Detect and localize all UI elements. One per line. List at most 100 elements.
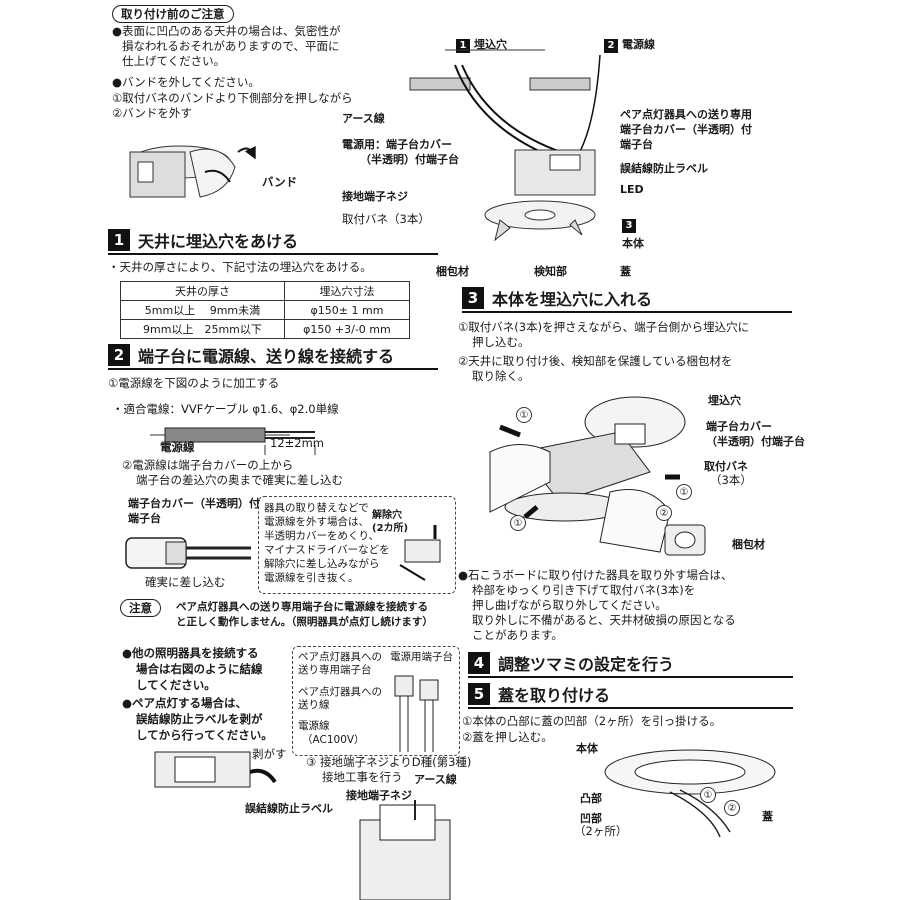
- release-line-3: 半透明カバーをめくり、: [264, 530, 380, 542]
- precaution-bullet1-line1: ●表面に凹凸のある天井の場合は、気密性が: [112, 24, 341, 38]
- table-cell-r1c1: 5mm以上 9mm未満: [120, 300, 285, 320]
- section2-step2-line2: 端子台の差込穴の奥まで確実に差し込む: [136, 473, 343, 487]
- section5-body-label: 本体: [576, 742, 598, 755]
- other-bullet-6: してから行ってください。: [136, 728, 273, 742]
- cable-spec: ・適合電線：VVFケーブル φ1.6、φ2.0単線: [112, 402, 339, 416]
- ceiling-thickness-table: 天井の厚さ 埋込穴寸法 5mm以上 9mm未満 φ150± 1 mm 9mm以上…: [120, 281, 411, 339]
- ground-wire-label-2: アース線: [414, 773, 457, 786]
- section3-step2-line2: 取り除く。: [472, 369, 530, 383]
- concave-count: （2ヶ所）: [574, 824, 628, 838]
- pair-terminal-label-3: 端子台: [620, 138, 653, 151]
- lid-attach-illustration: [604, 749, 776, 838]
- table-header-thickness: 天井の厚さ: [120, 281, 285, 301]
- wiring-label-7: （AC100V）: [302, 734, 365, 746]
- other-bullet-2: 場合は右図のように結線: [136, 662, 263, 676]
- lid-step-2: ②: [724, 800, 740, 816]
- terminal-label-1: 端子台カバー（半透明）付: [128, 497, 260, 510]
- arrow-step-1c: ①: [676, 484, 692, 500]
- ground-wire-label: アース線: [342, 112, 385, 125]
- label-peel-illustration: [154, 751, 277, 788]
- arrow-step-1b: ①: [510, 515, 526, 531]
- precaution-bullet2-line1: ●バンドを外してください。: [112, 75, 260, 89]
- table-header-hole-size: 埋込穴寸法: [283, 281, 411, 301]
- section3-spring-label-1: 取付バネ: [704, 460, 748, 473]
- section3-step1-line2: 押し込む。: [472, 335, 530, 349]
- terminal-insert-illustration: [125, 537, 251, 569]
- ground-screw-label-2: 接地端子ネジ: [346, 789, 412, 802]
- table-cell-r2c1: 9mm以上 25mm以下: [120, 319, 285, 339]
- pair-terminal-label-2: 端子台カバー（半透明）付: [620, 123, 752, 136]
- lid-step-1: ①: [700, 787, 716, 803]
- section2-title: 端子台に電源線、送り線を接続する: [138, 347, 395, 366]
- wiring-label-6: 電源線: [298, 720, 330, 732]
- section5-number: 5: [468, 683, 490, 705]
- release-line-5: 解除穴に差し込みながら: [264, 558, 380, 570]
- section3-number: 3: [462, 287, 484, 309]
- wiring-label-5: 送り線: [298, 699, 330, 711]
- removal-line-4: 取り外しに不備があると、天井材破損の原因となる: [472, 613, 736, 627]
- convex-label: 凸部: [580, 792, 602, 805]
- other-bullet-3: してください。: [136, 678, 216, 692]
- table-cell-r2c2: φ150 +3/-0 mm: [283, 319, 411, 339]
- removal-line-1: ●石こうボードに取り付けた器具を取り外す場合は、: [458, 568, 733, 582]
- precaution-bullet1-line3: 仕上げてください。: [122, 54, 226, 68]
- release-line-2: 電源線を外す場合は、: [264, 516, 369, 528]
- tag-1: 1: [456, 38, 470, 53]
- section5-step1: ①本体の凸部に蓋の凹部（2ヶ所）を引っ掛ける。: [462, 714, 722, 728]
- led-label: LED: [620, 183, 644, 196]
- precaution-bullet1-line2: 損なわれるおそれがありますので、平面に: [122, 39, 340, 53]
- other-bullet-1: ●他の照明器具を接続する: [122, 646, 259, 660]
- arrow-step-1a: ①: [516, 407, 532, 423]
- packing-label: 梱包材: [436, 265, 469, 278]
- peel-label: 剥がす: [252, 747, 287, 761]
- section5-step2: ②蓋を押し込む。: [462, 730, 553, 744]
- precaution-bullet2-line3: ②バンドを外す: [112, 106, 192, 120]
- insert-label: 確実に差し込む: [145, 575, 226, 589]
- wiring-diagram-box: [292, 646, 460, 756]
- table-cell-r1c2: φ150± 1 mm: [283, 300, 411, 320]
- release-line-1: 器具の取り替えなどで: [264, 502, 369, 514]
- other-bullet-5: 誤結線防止ラベルを剥が: [136, 712, 263, 726]
- removal-line-3: 押し曲げながら取り外してください。: [472, 598, 667, 612]
- section2-step1: ①電源線を下図のように加工する: [108, 376, 280, 390]
- section1-header: 1 天井に埋込穴をあける: [108, 228, 438, 255]
- tag-2: 2: [604, 38, 618, 53]
- wire-label: 電源線: [160, 440, 195, 454]
- release-line-6: 電源線を引き抜く。: [264, 572, 359, 584]
- section5-lid-label: 蓋: [762, 810, 773, 823]
- section3-terminal-label-2: （半透明）付端子台: [706, 435, 805, 448]
- power-wire-label: 電源線: [622, 38, 655, 51]
- terminal-label-2: 端子台: [128, 512, 161, 525]
- section5-title: 蓋を取り付ける: [498, 686, 611, 705]
- band-label: バンド: [262, 175, 298, 189]
- caution-tag: 注意: [120, 599, 161, 617]
- section2-header: 2 端子台に電源線、送り線を接続する: [108, 343, 438, 370]
- power-terminal-label-2: （半透明）付端子台: [360, 153, 459, 166]
- release-instruction-box: [258, 496, 456, 594]
- wire-strip-diagram: [150, 427, 316, 455]
- wiring-label-3: 電源用端子台: [390, 651, 453, 663]
- product-exploded-diagram: [409, 49, 601, 242]
- hole-label: 埋込穴: [474, 38, 507, 51]
- section2-step2-line1: ②電源線は端子台カバーの上から: [122, 458, 294, 472]
- spring-label: 取付バネ（3本）: [342, 212, 430, 226]
- section1-note: ・天井の厚さにより、下記寸法の埋込穴をあける。: [108, 260, 372, 274]
- tag-3: 3: [622, 218, 636, 233]
- section3-title: 本体を埋込穴に入れる: [492, 290, 653, 309]
- section4-header: 4 調整ツマミの設定を行う: [468, 651, 793, 678]
- section1-number: 1: [108, 229, 130, 251]
- section4-number: 4: [468, 652, 490, 674]
- precaution-bullet2-line2: ①取付バネのバンドより下側部分を押しながら: [112, 91, 353, 105]
- section3-terminal-label-1: 端子台カバー: [706, 420, 772, 433]
- release-hole-label-2: (2カ所): [372, 523, 409, 534]
- ground-screw-label: 接地端子ネジ: [342, 190, 408, 203]
- section2-step3-line2: 接地工事を行う: [322, 770, 403, 784]
- section4-title: 調整ツマミの設定を行う: [498, 655, 675, 674]
- section1-title: 天井に埋込穴をあける: [138, 232, 299, 251]
- section3-step2-line1: ②天井に取り付け後、検知部を保護している梱包材を: [458, 354, 733, 368]
- arrow-step-2: ②: [656, 505, 672, 521]
- lid-label: 蓋: [620, 265, 631, 278]
- wiring-label-1: ペア点灯器具への: [298, 651, 382, 663]
- section3-step1-line1: ①取付バネ(3本)を押さえながら、端子台側から埋込穴に: [458, 320, 750, 334]
- wiring-schematic: [394, 675, 439, 752]
